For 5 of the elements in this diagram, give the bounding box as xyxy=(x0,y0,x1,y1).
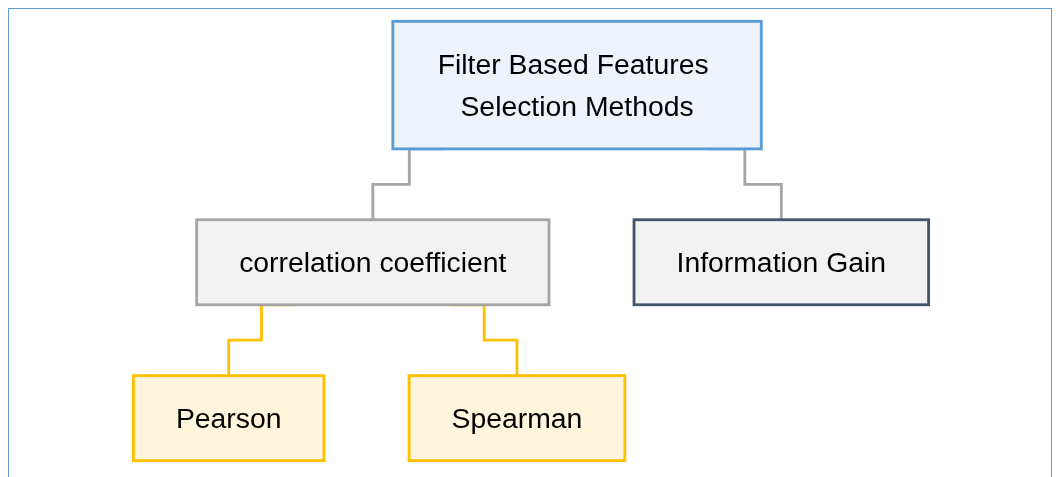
node-box: Filter Based Features Selection Methods xyxy=(391,19,763,151)
node-box: Spearman xyxy=(407,374,627,463)
node-box: Information Gain xyxy=(632,218,930,307)
node-box: Pearson xyxy=(132,374,326,463)
node-box: correlation coefficient xyxy=(195,218,551,307)
